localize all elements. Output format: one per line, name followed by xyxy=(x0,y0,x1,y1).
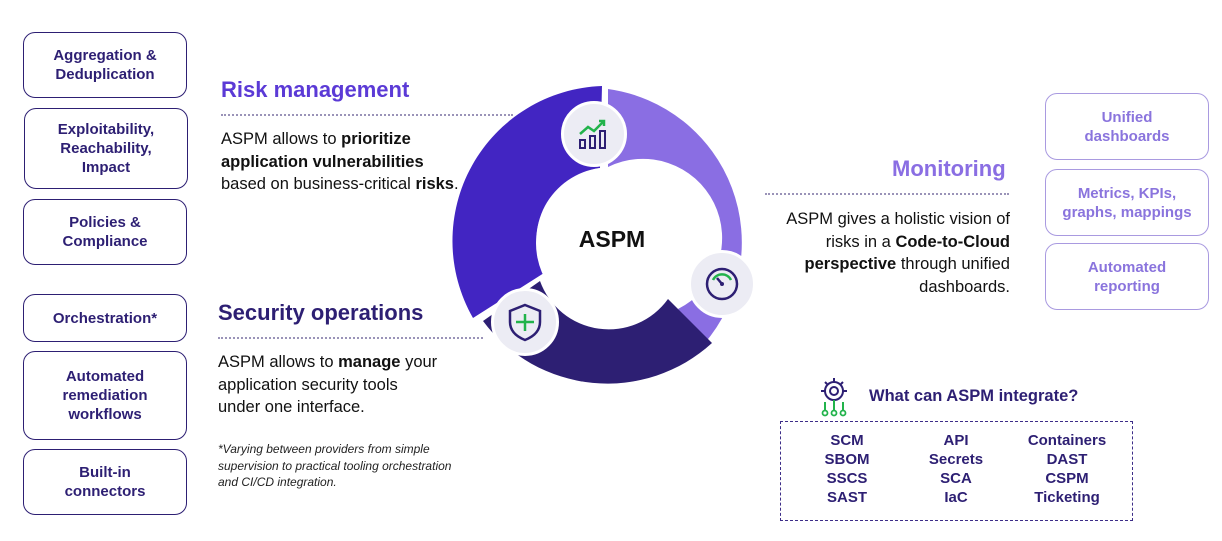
integration-item: Containers xyxy=(1027,432,1107,449)
integration-item: DAST xyxy=(1046,451,1088,468)
integration-item: SBOM xyxy=(824,451,870,468)
pill-aggregation-deduplication: Aggregation & Deduplication xyxy=(23,32,187,98)
integrations-box: SCM SBOM SSCS SAST API Secrets SCA IaC C… xyxy=(780,421,1133,521)
monitoring-title: Monitoring xyxy=(892,156,1006,181)
aspm-cycle-diagram xyxy=(452,86,742,384)
pill-orchestration: Orchestration* xyxy=(23,294,187,342)
monitoring-connector-line xyxy=(765,193,1009,195)
pill-unified-dashboards: Unified dashboards xyxy=(1045,93,1209,160)
integration-item: SCM xyxy=(830,432,864,449)
integration-item: SSCS xyxy=(826,470,868,487)
pill-automated-remediation: Automated remediation workflows xyxy=(23,351,187,440)
monitoring-segment xyxy=(608,89,742,344)
risk-management-title: Risk management xyxy=(221,77,410,102)
pill-built-in-connectors: Built-in connectors xyxy=(23,449,187,515)
integration-item: IaC xyxy=(944,489,968,506)
integration-item: API xyxy=(943,432,969,449)
integration-item: SAST xyxy=(826,489,867,506)
integrations-column-2: API Secrets SCA IaC xyxy=(896,431,1016,507)
speedometer-icon xyxy=(688,250,756,318)
integration-item: SCA xyxy=(940,470,972,487)
growth-chart-icon xyxy=(561,101,627,167)
integration-gear-icon xyxy=(813,376,855,418)
monitoring-description: ASPM gives a holistic vision of risks in… xyxy=(786,210,1010,296)
integrations-column-1: SCM SBOM SSCS SAST xyxy=(787,431,907,507)
integration-item: Ticketing xyxy=(1034,489,1100,506)
secops-connector-line xyxy=(218,337,483,339)
aspm-center-label: ASPM xyxy=(578,226,646,252)
security-operations-title: Security operations xyxy=(218,300,424,325)
integration-item: Secrets xyxy=(928,451,984,468)
pill-policies-compliance: Policies & Compliance xyxy=(23,199,187,265)
integrations-column-3: Containers DAST CSPM Ticketing xyxy=(1007,431,1127,507)
pill-metrics-kpis: Metrics, KPIs, graphs, mappings xyxy=(1045,169,1209,236)
risk-connector-line xyxy=(221,114,513,116)
pill-automated-reporting: Automated reporting xyxy=(1045,243,1209,310)
integration-item: CSPM xyxy=(1045,470,1089,487)
shield-plus-icon xyxy=(491,288,559,356)
secops-description: ASPM allows to manage your application s… xyxy=(218,353,438,416)
risk-description: ASPM allows to prioritize application vu… xyxy=(221,130,459,193)
center-circle xyxy=(536,167,688,319)
orchestration-footnote: *Varying between providers from simple s… xyxy=(218,442,452,489)
integrate-title: What can ASPM integrate? xyxy=(869,387,1079,405)
pill-exploitability: Exploitability, Reachability, Impact xyxy=(24,108,188,189)
